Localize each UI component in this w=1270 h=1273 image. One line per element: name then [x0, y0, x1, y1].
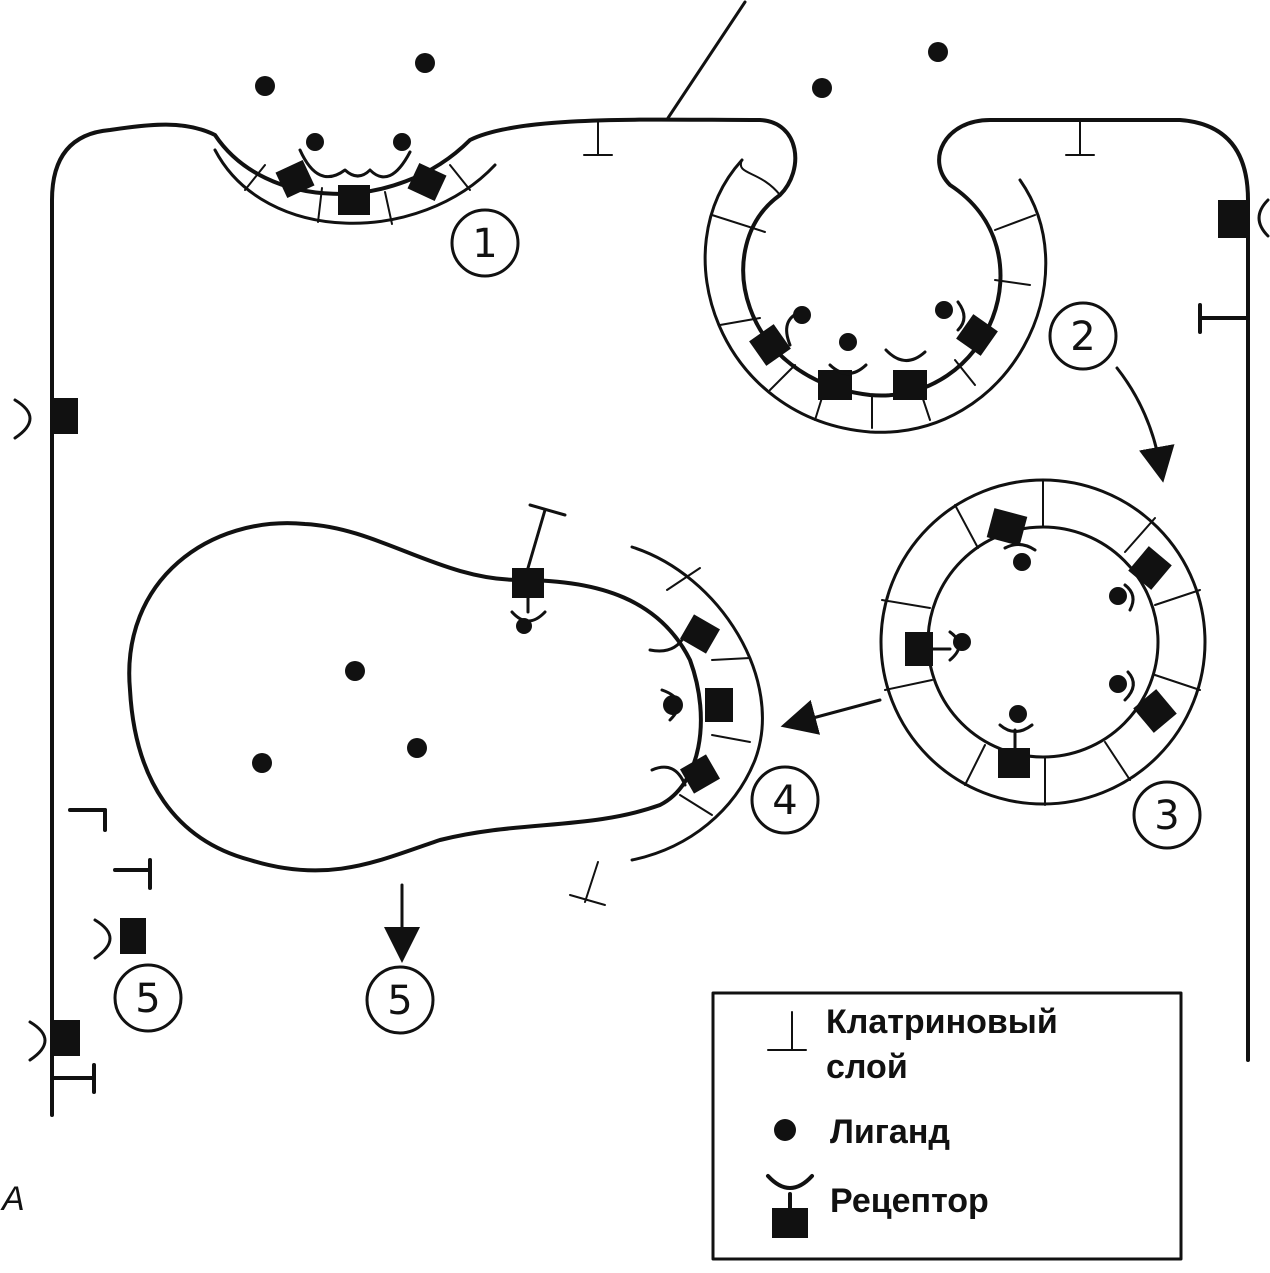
legend-ligand-label: Лиганд: [830, 1113, 950, 1151]
step-circle-2: [1048, 301, 1118, 371]
step-circle-4: [750, 765, 820, 835]
step-label-5a: 5: [135, 976, 160, 1022]
endosome-4: [127, 503, 764, 906]
step-circle-3: [1132, 780, 1202, 850]
step-label-1: 1: [472, 221, 497, 267]
coated-vesicle-3: [879, 478, 1207, 806]
step-label-5b: 5: [387, 978, 412, 1024]
plasma-membrane: [50, 117, 1250, 1117]
arrow-3-to-4: [780, 698, 882, 735]
figure-letter: A: [0, 1180, 25, 1218]
coated-pit-1: [213, 133, 497, 225]
legend-receptor-label: Рецептор: [830, 1182, 989, 1220]
free-ligands: [255, 42, 948, 98]
step-label-3: 3: [1154, 793, 1179, 839]
legend-clathrin-label-line2: слой: [826, 1048, 908, 1086]
step-circle-1: [450, 208, 520, 278]
legend-box: [711, 991, 1183, 1261]
clathrin-icon: [767, 1011, 807, 1051]
membrane-markers: [13, 119, 1270, 1094]
arrow-2-to-3: [1115, 366, 1175, 483]
pointer-line: [666, 0, 747, 120]
step-label-4: 4: [772, 778, 797, 824]
coated-pit-2: [703, 158, 1048, 434]
receptor-icon: [766, 1174, 814, 1238]
legend-clathrin-label-line1: Клатриновый: [826, 1003, 1058, 1041]
step-circle-5a: [113, 963, 183, 1033]
ligand-icon: [774, 1119, 796, 1141]
step-circle-5b: [365, 965, 435, 1035]
step-label-2: 2: [1070, 314, 1095, 360]
